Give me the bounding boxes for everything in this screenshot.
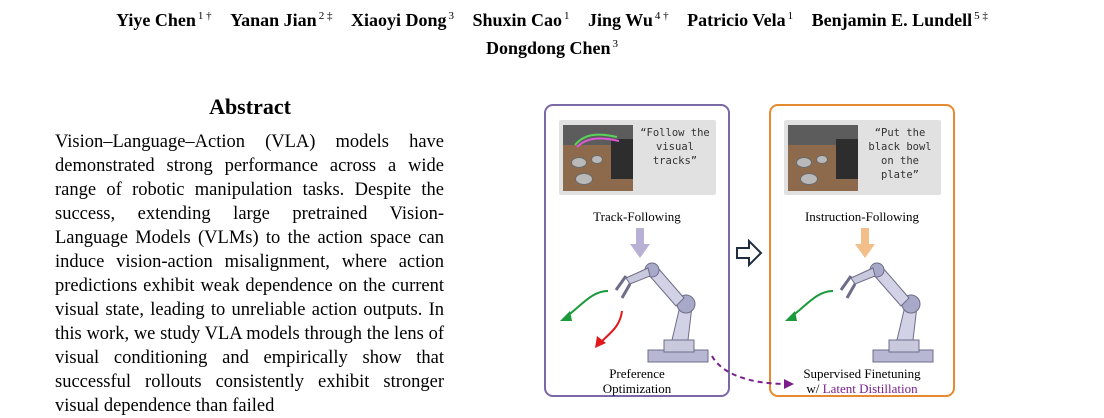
task-prompt: “Follow the visual tracks”	[640, 127, 710, 167]
robot-scene-image	[788, 125, 858, 191]
trajectory-arrows-icon	[560, 290, 623, 348]
panel-caption: Supervised Finetuning w/ Latent Distilla…	[803, 366, 921, 396]
abstract-title: Abstract	[209, 94, 291, 119]
latent-distillation-label: Latent Distillation	[822, 381, 918, 396]
scene-thumbnail: “Follow the visual tracks”	[559, 120, 716, 195]
robot-arm-icon	[839, 262, 934, 363]
track-following-panel: “Follow the visual tracks” Track-Followi…	[544, 104, 730, 397]
robot-scene-image	[563, 125, 633, 191]
abstract-body: Vision–Language–Action (VLA) models have…	[55, 132, 444, 416]
transition-arrow-icon	[736, 238, 763, 268]
dashed-connector-arrow-icon	[711, 355, 794, 389]
scene-thumbnail: “Put the black bowl on the plate”	[784, 120, 941, 195]
trajectory-arrow-icon	[785, 290, 834, 321]
down-arrow-icon	[855, 228, 875, 258]
robot-arm-icon	[614, 262, 709, 363]
instruction-following-panel: “Put the black bowl on the plate” Instru…	[769, 104, 955, 397]
panel-caption: Preference Optimization	[602, 366, 672, 396]
down-arrow-icon	[630, 228, 650, 258]
instruction-following-label: Instruction-Following	[804, 209, 920, 224]
track-following-label: Track-Following	[593, 209, 681, 224]
task-prompt: “Put the black bowl on the plate”	[868, 127, 932, 181]
teaser-figure: “Follow the visual tracks” Track-Followi…	[540, 100, 962, 405]
